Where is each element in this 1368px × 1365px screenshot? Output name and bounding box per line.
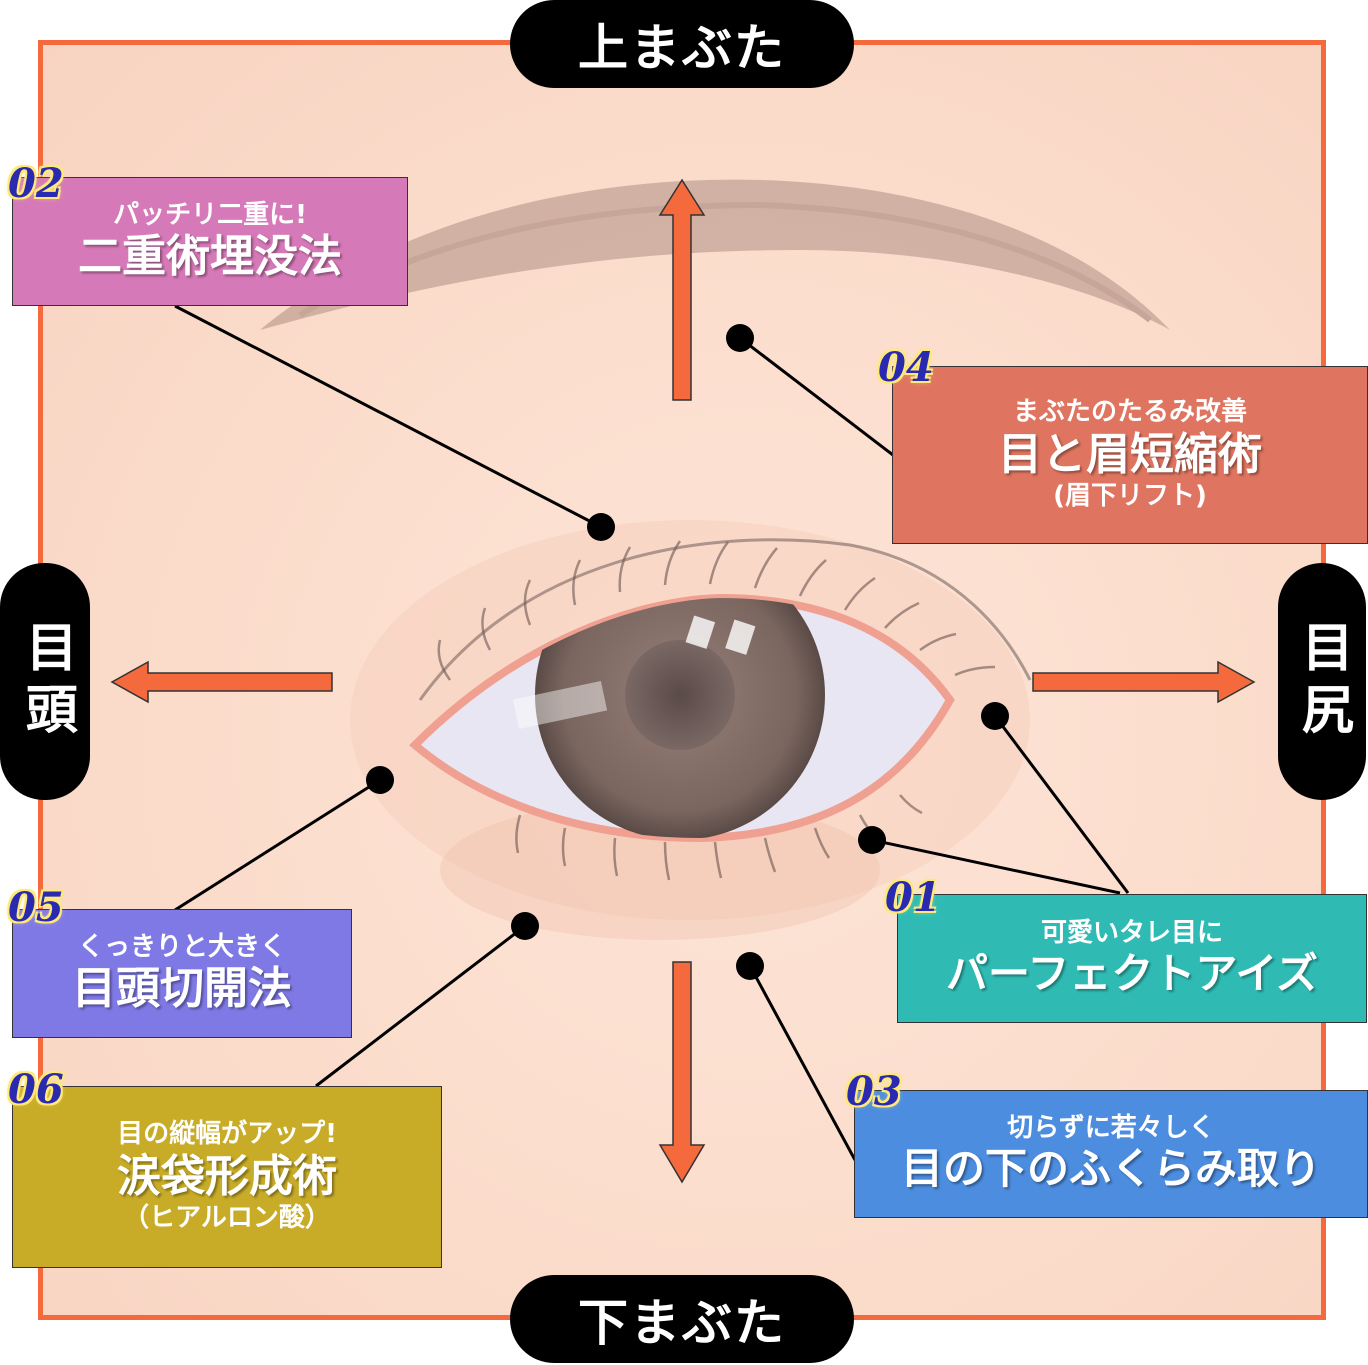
procedure-note: （ヒアルロン酸） (123, 1203, 331, 1234)
procedure-box-03[interactable]: 切らずに若々しく 目の下のふくらみ取り (854, 1090, 1368, 1218)
procedure-title: 涙袋形成術 (117, 1150, 337, 1202)
procedure-number: 01 (885, 874, 941, 921)
procedure-box-06[interactable]: 目の縦幅がアップ! 涙袋形成術 （ヒアルロン酸） (12, 1086, 442, 1268)
pupil (625, 640, 735, 750)
procedure-sub: くっきりと大きく (77, 931, 286, 962)
procedure-sub: 可愛いタレ目に (1040, 917, 1223, 948)
leader-lines (174, 304, 1130, 1161)
arrow-up (658, 178, 706, 401)
procedure-title: 目頭切開法 (72, 962, 292, 1014)
label-outer-corner-text: 目尻 (1292, 619, 1353, 744)
procedure-number: 02 (8, 160, 64, 207)
procedure-box-04[interactable]: まぶたのたるみ改善 目と眉短縮術 (眉下リフト) (892, 366, 1368, 544)
procedure-sub: 目の縦幅がアップ! (117, 1119, 337, 1150)
label-inner-corner-text: 目頭 (16, 619, 77, 744)
eyebrow (260, 179, 1170, 330)
label-lower-eyelid: 下まぶた (510, 1275, 854, 1363)
procedure-title: 目の下のふくらみ取り (900, 1144, 1321, 1194)
procedure-title: 二重術埋没法 (78, 230, 342, 282)
arrow-right (1032, 660, 1256, 704)
label-inner-corner: 目頭 (0, 563, 90, 800)
procedure-box-05[interactable]: くっきりと大きく 目頭切開法 (12, 909, 352, 1038)
leader-dots (366, 324, 1009, 980)
procedure-sub: 切らずに若々しく (1007, 1113, 1215, 1144)
procedure-sub: まぶたのたるみ改善 (1012, 397, 1247, 428)
procedure-number: 03 (846, 1068, 902, 1115)
procedure-box-01[interactable]: 可愛いタレ目に パーフェクトアイズ (897, 894, 1367, 1023)
procedure-number: 05 (8, 884, 64, 931)
procedure-number: 04 (878, 344, 934, 391)
procedure-box-02[interactable]: パッチリ二重に! 二重術埋没法 (12, 177, 408, 306)
procedure-number: 06 (8, 1066, 64, 1113)
arrow-left (110, 660, 333, 704)
label-outer-corner: 目尻 (1278, 563, 1366, 800)
procedure-title: 目と眉短縮術 (998, 428, 1262, 480)
procedure-sub: パッチリ二重に! (113, 199, 307, 230)
direction-arrows (110, 178, 1256, 1184)
procedure-note: (眉下リフト) (1053, 481, 1207, 512)
procedure-title: パーフェクトアイズ (945, 948, 1319, 998)
arrow-down (658, 961, 706, 1184)
label-upper-eyelid: 上まぶた (510, 0, 854, 88)
